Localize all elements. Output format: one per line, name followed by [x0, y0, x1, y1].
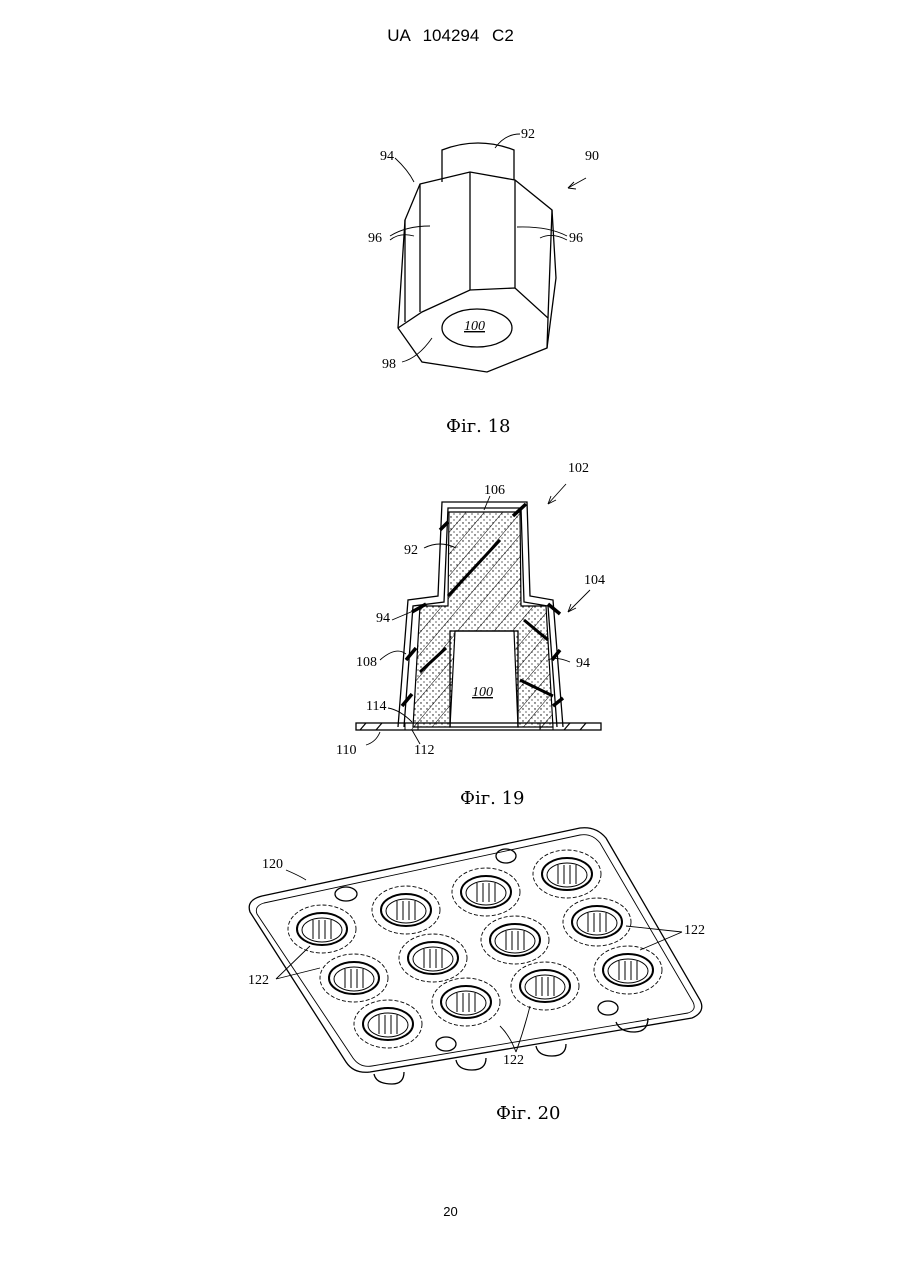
- label-92: 92: [521, 127, 535, 142]
- blister-cup: [594, 946, 662, 994]
- label-120: 120: [262, 857, 283, 872]
- label-100: 100: [472, 685, 493, 700]
- document-header: UA 104294 C2: [0, 26, 901, 46]
- label-104: 104: [584, 573, 605, 588]
- label-94-left: 94: [376, 611, 390, 626]
- blister-cup: [288, 905, 356, 953]
- label-114: 114: [366, 699, 386, 714]
- blister-cup: [452, 868, 520, 916]
- blister-cup: [533, 850, 601, 898]
- label-122-bottom: 122: [503, 1053, 524, 1068]
- label-100: 100: [464, 319, 485, 334]
- blister-cup: [354, 1000, 422, 1048]
- blister-cup: [372, 886, 440, 934]
- page-number: 20: [0, 1204, 901, 1219]
- figure-18-caption: Фіг. 18: [446, 416, 510, 437]
- blister-cup: [399, 934, 467, 982]
- label-122-left: 122: [248, 973, 269, 988]
- figure-18-drawing: 92 94 90 96 96 100 98: [0, 110, 901, 510]
- figure-20-caption: Фіг. 20: [496, 1103, 560, 1124]
- label-90: 90: [585, 149, 599, 164]
- figure-19-drawing: 102 106 92 104 94 108 94 100 114 110 112: [0, 455, 901, 785]
- label-112: 112: [414, 743, 434, 758]
- label-92: 92: [404, 543, 418, 558]
- label-108: 108: [356, 655, 377, 670]
- blister-cup: [481, 916, 549, 964]
- label-98: 98: [382, 357, 396, 372]
- blister-cup: [432, 978, 500, 1026]
- blister-cup: [320, 954, 388, 1002]
- label-110: 110: [336, 743, 356, 758]
- label-102: 102: [568, 461, 589, 476]
- label-106: 106: [484, 483, 505, 498]
- blister-cup: [563, 898, 631, 946]
- figure-19-caption: Фіг. 19: [460, 788, 524, 809]
- figure-20-drawing: 120 122 122 122: [0, 820, 901, 1090]
- label-94-right: 94: [576, 656, 590, 671]
- label-122-right: 122: [684, 923, 705, 938]
- label-96-right: 96: [569, 231, 583, 246]
- blister-cup: [511, 962, 579, 1010]
- label-94: 94: [380, 149, 394, 164]
- label-96-left: 96: [368, 231, 382, 246]
